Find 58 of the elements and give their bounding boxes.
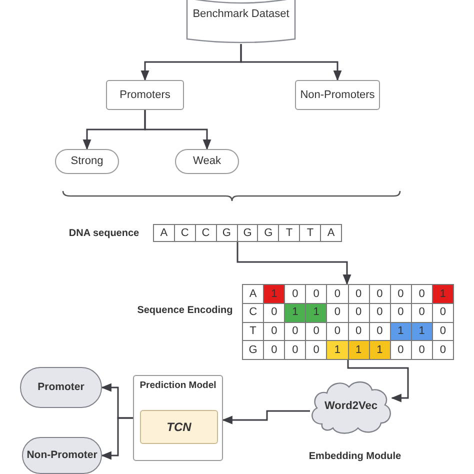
- sequence-cell: C: [194, 224, 217, 242]
- sequence-cell: A: [320, 224, 342, 242]
- model-box: TCN: [140, 410, 218, 444]
- arrow: [347, 360, 409, 402]
- output-terminal: Promoter: [20, 367, 102, 408]
- rounded-box: Weak: [175, 149, 239, 174]
- matrix-cell: 0: [432, 304, 454, 322]
- model-panel: [133, 375, 223, 461]
- arrow: [240, 44, 342, 82]
- arrow: [236, 242, 352, 286]
- matrix-cell: 0: [264, 341, 286, 360]
- sequence-cell: G: [236, 224, 258, 242]
- matrix-cell: 1: [264, 285, 286, 304]
- matrix-cell: 1: [285, 304, 306, 322]
- sequence-cell: G: [216, 224, 238, 242]
- caption-text: Embedding Module: [308, 450, 402, 464]
- matrix-cell: 1: [327, 341, 348, 360]
- matrix-cell: 0: [306, 322, 328, 342]
- panel-title: Prediction Model: [138, 379, 218, 393]
- sequence-cell: A: [153, 224, 175, 242]
- process-box: Promoters: [106, 80, 184, 110]
- matrix-cell: 0: [285, 322, 306, 342]
- output-terminal: Non-Promoter: [22, 437, 102, 474]
- caption-text: Sequence Encoding: [136, 304, 234, 318]
- matrix-cell: 1: [412, 322, 433, 342]
- sequence-cell: C: [174, 224, 196, 242]
- matrix-cell: C: [243, 304, 264, 322]
- matrix-cell: 1: [306, 304, 328, 322]
- matrix-cell: G: [243, 341, 264, 360]
- matrix-cell: 0: [370, 285, 391, 304]
- matrix-cell: 0: [264, 322, 286, 342]
- matrix-cell: 0: [412, 341, 433, 360]
- matrix-cell: 0: [390, 285, 412, 304]
- sequence-cell: T: [299, 224, 322, 242]
- arrow: [222, 410, 310, 424]
- rounded-box: Strong: [55, 149, 119, 174]
- matrix-cell: 0: [370, 304, 391, 322]
- matrix-cell: 0: [348, 304, 370, 322]
- matrix-cell: 0: [432, 322, 454, 342]
- sequence-cell: T: [278, 224, 300, 242]
- matrix-cell: 0: [285, 341, 306, 360]
- matrix-cell: 1: [370, 341, 391, 360]
- node-label: Benchmark Dataset: [192, 7, 290, 22]
- caption-text: DNA sequence: [68, 226, 140, 240]
- arrow: [100, 417, 133, 460]
- matrix-cell: 1: [348, 341, 370, 360]
- matrix-cell: 1: [390, 322, 412, 342]
- matrix-cell: 0: [327, 304, 348, 322]
- matrix-cell: 0: [390, 341, 412, 360]
- arrow: [144, 110, 212, 150]
- matrix-cell: 0: [432, 341, 454, 360]
- matrix-cell: 0: [327, 285, 348, 304]
- process-box: Non-Promoters: [295, 80, 380, 110]
- matrix-cell: T: [243, 322, 264, 342]
- node-label: Word2Vec: [324, 399, 378, 414]
- matrix-cell: 1: [432, 285, 454, 304]
- sequence-cell: G: [257, 224, 280, 242]
- matrix-cell: 0: [348, 285, 370, 304]
